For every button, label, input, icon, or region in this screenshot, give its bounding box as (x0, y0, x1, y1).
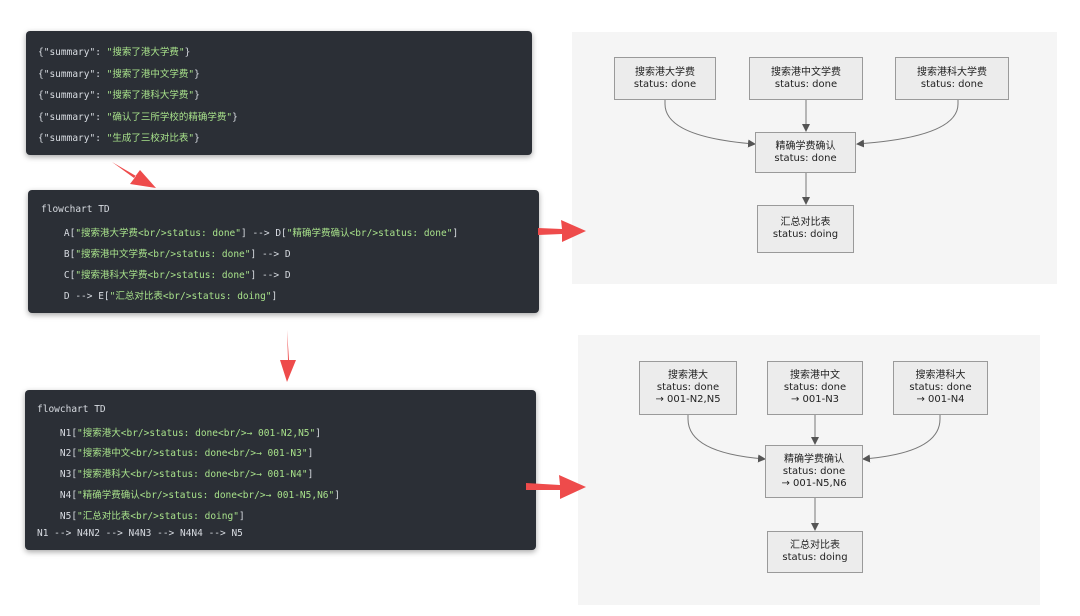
code-token: N5[ (37, 510, 78, 522)
code-line: {"summary": "搜索了港中文学费"} (38, 66, 200, 80)
node-a: 搜索港大学费 status: done (614, 57, 716, 100)
code-line: N2["搜索港中文<br/>status: done<br/>→ 001-N3"… (37, 445, 313, 459)
code-line: N1["搜索港大<br/>status: done<br/>→ 001-N2,N… (37, 425, 321, 439)
code-token: } (194, 133, 200, 144)
flowchart-2-edges (687, 415, 941, 531)
code-token: ] (307, 448, 314, 460)
code-token: } (194, 68, 200, 80)
code-string: "搜索港大学费<br/>status: done" (75, 228, 241, 239)
node-n3: 搜索港科大 status: done → 001-N4 (893, 361, 988, 415)
code-line: B["搜索港中文学费<br/>status: done"] --> D (41, 246, 291, 260)
code-string: "精确学费确认<br/>status: done" (286, 228, 453, 239)
arrow-code1-to-code2 (112, 162, 156, 188)
code-string: "汇总对比表<br/>status: doing" (109, 291, 272, 302)
code-string: "搜索了港科大学费" (106, 90, 195, 101)
code-token: D --> E[ (41, 291, 110, 302)
code-line: {"summary": "搜索了港科大学费"} (38, 87, 200, 101)
code-token: {"summary": (38, 133, 107, 144)
code-line: N5["汇总对比表<br/>status: doing"] (37, 508, 245, 522)
node-n5: 汇总对比表 status: doing (767, 531, 863, 573)
code-string: "搜索港科大<br/>status: done<br/>→ 001-N4" (77, 469, 308, 481)
code-token: ] (238, 510, 245, 522)
code-line: flowchart TD (41, 204, 110, 215)
code-token: {"summary": (38, 47, 107, 58)
code-token: ] (307, 469, 314, 481)
flowchart-code-block-1: flowchart TD A["搜索港大学费<br/>status: done"… (28, 190, 539, 313)
code-token: {"summary": (38, 90, 107, 101)
node-b: 搜索港中文学费 status: done (749, 57, 863, 100)
node-d: 精确学费确认 status: done (755, 132, 856, 173)
code-token: ] (452, 228, 459, 239)
code-line: N3["搜索港科大<br/>status: done<br/>→ 001-N4"… (37, 466, 313, 480)
code-string: "生成了三校对比表" (106, 133, 195, 144)
code-token: flowchart TD (37, 404, 106, 415)
node-n4: 精确学费确认 status: done → 001-N5,N6 (765, 445, 863, 498)
code-token: } (194, 90, 200, 101)
code-token: B[ (41, 249, 76, 260)
code-string: "精确学费确认<br/>status: done<br/>→ 001-N5,N6… (77, 489, 335, 501)
flowchart-render-1: 搜索港大学费 status: done 搜索港中文学费 status: done… (572, 32, 1057, 284)
code-line: N1 --> N4N2 --> N4N3 --> N4N4 --> N5 (37, 528, 243, 539)
node-c: 搜索港科大学费 status: done (895, 57, 1009, 100)
code-token: ] (271, 291, 278, 302)
code-string: "搜索港大<br/>status: done<br/>→ 001-N2,N5" (77, 427, 316, 439)
code-token: N2[ (37, 448, 78, 460)
code-token: N1 --> N4N2 --> N4N3 --> N4N4 --> N5 (37, 528, 243, 540)
code-token: C[ (41, 270, 76, 281)
arrow-code2-to-code3 (280, 330, 296, 382)
code-line: flowchart TD (37, 404, 106, 415)
code-line: {"summary": "生成了三校对比表"} (38, 130, 200, 144)
code-token: N3[ (37, 469, 78, 481)
code-line: C["搜索港科大学费<br/>status: done"] --> D (41, 267, 291, 281)
code-string: "汇总对比表<br/>status: doing" (77, 510, 239, 522)
summary-code-block: {"summary": "搜索了港大学费"}{"summary": "搜索了港中… (26, 31, 532, 155)
code-line: D --> E["汇总对比表<br/>status: doing"] (41, 288, 277, 302)
node-n1: 搜索港大 status: done → 001-N2,N5 (639, 361, 737, 415)
code-token: ] (315, 427, 321, 439)
code-token: {"summary": (38, 111, 107, 123)
code-token: N1[ (37, 427, 78, 439)
code-token: {"summary": (38, 68, 107, 80)
code-token: flowchart TD (41, 204, 110, 215)
code-line: N4["精确学费确认<br/>status: done<br/>→ 001-N5… (37, 487, 340, 501)
edge-n1-to-n4 (687, 415, 766, 463)
code-token: } (232, 111, 238, 123)
code-string: "搜索了港中文学费" (106, 68, 195, 80)
code-string: "搜索了港大学费" (106, 47, 185, 58)
code-token: ] --> D (250, 270, 291, 281)
edge-n3-to-n4 (862, 415, 941, 463)
edge-a-to-d (664, 100, 756, 148)
flowchart-code-block-2: flowchart TD N1["搜索港大<br/>status: done<b… (25, 390, 536, 550)
code-string: "搜索港中文<br/>status: done<br/>→ 001-N3" (77, 448, 308, 460)
edge-c-to-d (856, 100, 959, 148)
code-line: {"summary": "搜索了港大学费"} (38, 44, 190, 58)
code-token: ] --> D[ (241, 228, 287, 239)
code-token: ] --> D (250, 249, 291, 260)
code-string: "搜索港科大学费<br/>status: done" (75, 270, 251, 281)
node-e: 汇总对比表 status: doing (757, 205, 854, 253)
code-token: A[ (41, 228, 76, 239)
code-string: "确认了三所学校的精确学费" (106, 111, 233, 123)
code-token: N4[ (37, 489, 78, 501)
code-token: } (184, 47, 191, 58)
flowchart-render-2: 搜索港大 status: done → 001-N2,N5 搜索港中文 stat… (578, 335, 1040, 605)
flowchart-1-edges (664, 100, 959, 205)
code-line: {"summary": "确认了三所学校的精确学费"} (38, 109, 238, 123)
code-token: ] (334, 489, 340, 501)
code-line: A["搜索港大学费<br/>status: done"] --> D["精确学费… (41, 225, 458, 239)
code-string: "搜索港中文学费<br/>status: done" (75, 249, 251, 260)
node-n2: 搜索港中文 status: done → 001-N3 (767, 361, 863, 415)
